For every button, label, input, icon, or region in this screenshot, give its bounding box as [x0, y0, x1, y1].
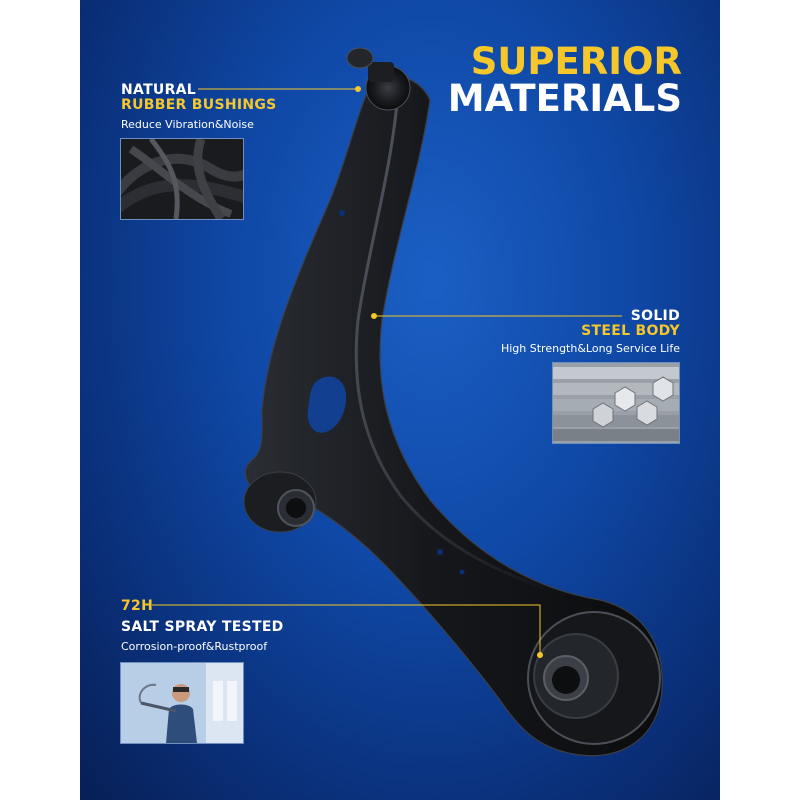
bushings-label-1: NATURAL	[121, 82, 197, 98]
headline-line-2: MATERIALS	[447, 77, 682, 120]
salt-description: Corrosion-proof&Rustproof	[121, 640, 268, 653]
steel-label-1: SOLID	[630, 308, 680, 324]
lab-technician-photo	[120, 662, 244, 744]
steel-description: High Strength&Long Service Life	[500, 342, 680, 355]
rubber-photo	[120, 138, 244, 220]
bushings-label-2: RUBBER BUSHINGS	[121, 97, 277, 113]
steel-label-2: STEEL BODY	[581, 323, 680, 339]
bushings-description: Reduce Vibration&Noise	[121, 118, 254, 131]
steel-bars-photo	[552, 362, 680, 444]
salt-label-1: 72H	[121, 598, 154, 614]
headline-line-1: SUPERIOR	[470, 40, 682, 83]
salt-label-2: SALT SPRAY TESTED	[121, 619, 284, 635]
